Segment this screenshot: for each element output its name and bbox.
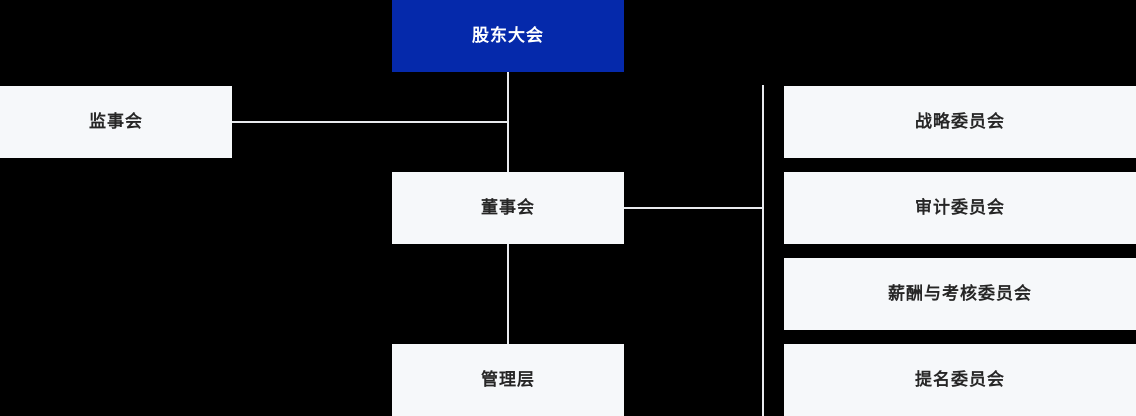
node-management[interactable]: 管理层	[392, 344, 624, 416]
node-board-of-directors[interactable]: 董事会	[392, 172, 624, 244]
connector-committees-vertical-spine	[762, 85, 764, 416]
connector-root-down-to-board	[507, 72, 509, 172]
connector-board-right-to-committees	[624, 207, 764, 209]
node-nomination-committee[interactable]: 提名委员会	[784, 344, 1136, 416]
node-strategy-committee[interactable]: 战略委员会	[784, 86, 1136, 158]
node-audit-committee[interactable]: 审计委员会	[784, 172, 1136, 244]
node-board-of-supervisors[interactable]: 监事会	[0, 86, 232, 158]
connector-board-down-to-management	[507, 244, 509, 344]
node-shareholders-meeting[interactable]: 股东大会	[392, 0, 624, 72]
connector-root-left-to-supervisors	[232, 121, 508, 123]
node-remuneration-appraisal-committee[interactable]: 薪酬与考核委员会	[784, 258, 1136, 330]
